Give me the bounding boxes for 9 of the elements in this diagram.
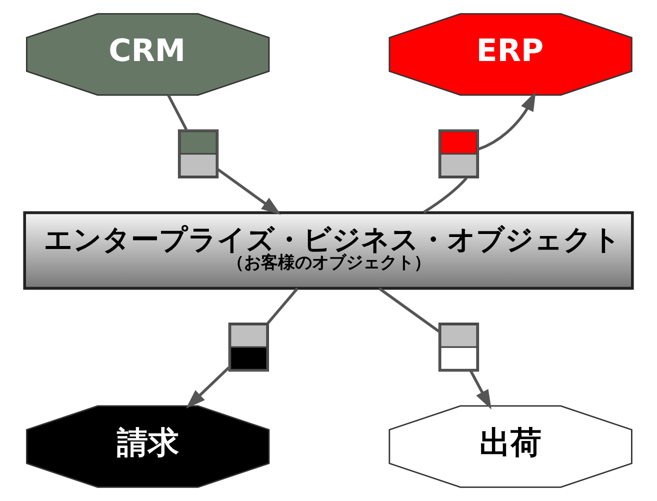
connector: [167, 94, 188, 130]
arrow: [478, 91, 536, 150]
arrow: [217, 168, 281, 215]
connector: [423, 177, 468, 214]
node-box: エンタープライズ・ビジネス・オブジェクト （お客様のオブジェクト）: [23, 211, 634, 290]
connector: [266, 288, 298, 324]
arrow: [186, 366, 230, 409]
arrow: [470, 370, 492, 410]
connector: [378, 287, 440, 333]
